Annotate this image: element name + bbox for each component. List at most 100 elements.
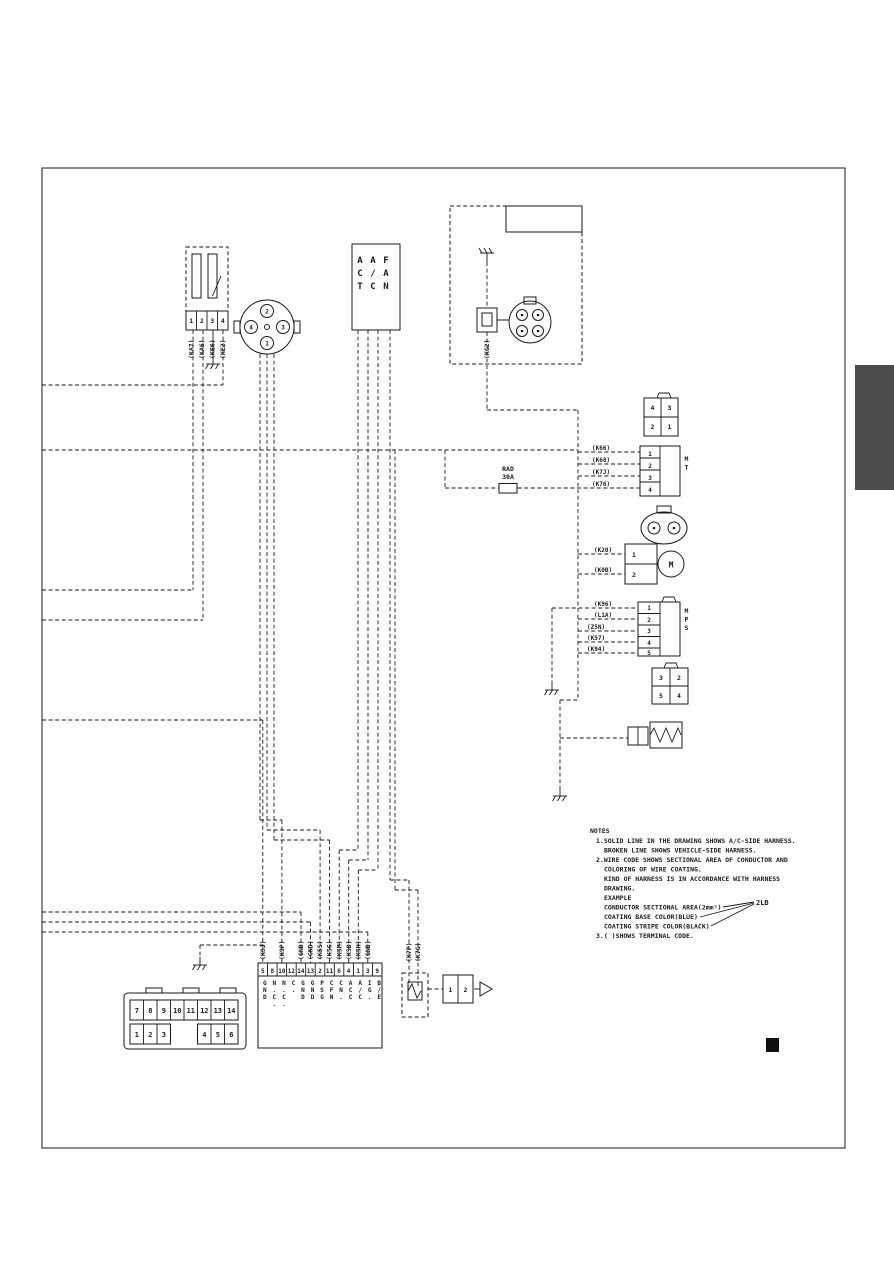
terminal-number: 13 — [307, 968, 315, 975]
wire-code: (K5S) — [316, 940, 324, 960]
oval-connector — [640, 505, 688, 545]
connector-pin: 2 — [464, 986, 468, 994]
notes-line: EXAMPLE — [604, 894, 631, 902]
fan-motor-connector: 1 2 3 4 (K66) (K68) (K7J) (K76) — [592, 445, 681, 497]
wire-code: (GND) — [364, 940, 372, 960]
fuse-rating: 30A — [502, 473, 514, 481]
motor-label: M — [669, 561, 674, 570]
plug-connector: 1 2 — [442, 974, 493, 1004]
wire-code: (K9J) — [259, 940, 267, 960]
cavity-number: 8 — [148, 1007, 152, 1015]
terminal-number: 4 — [347, 968, 351, 975]
terminal-number: 11 — [326, 968, 334, 975]
terminal-name: CN. — [337, 980, 345, 1001]
wire-code: (K66) — [592, 445, 610, 452]
connector-pin: 4 — [651, 404, 655, 412]
fan-motor-tag: MT — [682, 455, 691, 472]
notes-line: COATING STRIPE COLOR(BLACK) — [604, 923, 710, 931]
terminal-number: 1 — [356, 968, 360, 975]
ground-icon — [544, 681, 560, 696]
wire-code: (L1A) — [594, 612, 612, 619]
cavity-number: 3 — [162, 1031, 166, 1039]
cavity-number: 9 — [162, 1007, 166, 1015]
connector-pin: 3 — [648, 475, 652, 482]
connector-pin: 4 — [648, 487, 652, 494]
relay-block: 1 2 3 4 (KA7) (KA6) (KE6) (KE2) — [185, 246, 229, 359]
connector-pin: 3 — [668, 404, 672, 412]
connector-pin: 2 — [647, 617, 651, 624]
notes-line: 1.SOLID LINE IN THE DRAWING SHOWS A/C-SI… — [596, 837, 796, 845]
notes-line: DRAWING. — [604, 885, 635, 893]
switch-mate-connector: 3 2 5 4 — [651, 662, 689, 705]
terminal-number: 12 — [288, 968, 296, 975]
terminal-number: 5 — [261, 968, 265, 975]
notes-title: NOTES — [590, 827, 610, 835]
fan-actuator-label-col1: ACT — [355, 256, 365, 295]
wire-code: (K20) — [594, 547, 612, 554]
wire-code: (K94) — [587, 646, 605, 653]
connector-pin: 1 — [668, 423, 672, 431]
connector-pin: 1 — [632, 551, 636, 559]
relay-pin: 3 — [210, 317, 214, 325]
notes-block: NOTES 1.SOLID LINE IN THE DRAWING SHOWS … — [590, 827, 796, 940]
wire-code: (KA7) — [188, 339, 196, 359]
fan-actuator-label-col3: FAN — [381, 256, 391, 295]
cavity-number: 13 — [214, 1007, 222, 1015]
wire-code: (K5G) — [326, 940, 334, 960]
connector-pin: 1 — [647, 605, 651, 612]
notes-line: COLORING OF WIRE COATING. — [604, 866, 702, 874]
terminal-number: 8 — [270, 968, 274, 975]
terminal-number: 6 — [337, 968, 341, 975]
wire-code: (K0B) — [594, 567, 612, 574]
wire-code: (K57) — [587, 635, 605, 642]
terminal-number: 3 — [366, 968, 370, 975]
wire-code: (K76) — [592, 481, 610, 488]
notes-line: CONDUCTOR SECTIONAL AREA(2mm²) — [604, 904, 721, 912]
ground-icon — [552, 787, 568, 802]
wire-code: (K7P) — [405, 942, 413, 962]
terminal-number: 14 — [297, 968, 305, 975]
vehicle-harness-lines — [42, 262, 640, 990]
connector-pin: 2 — [648, 463, 652, 470]
cavity-number: 7 — [135, 1007, 139, 1015]
round-connector-4pin: 2 4 3 1 — [233, 299, 301, 355]
relay-pin: 2 — [200, 317, 204, 325]
wire-code: (KE2) — [219, 339, 227, 359]
terminal-number: 9 — [375, 968, 379, 975]
wire-code: (Z5N) — [587, 624, 605, 631]
wire-code: (K5H) — [354, 940, 362, 960]
wire-code: (K7G) — [414, 942, 422, 962]
wire-code: (K7J) — [592, 469, 610, 476]
notes-line: BROKEN LINE SHOWS VEHICLE-SIDE HARNESS. — [604, 847, 757, 855]
wire-code: (KG2) — [483, 339, 491, 359]
cavity-number: 1 — [135, 1031, 139, 1039]
ground-symbols — [192, 355, 568, 971]
connector-pin: 1 — [648, 451, 652, 458]
wire-code: (K5M) — [335, 940, 343, 960]
relay-pin: 1 — [189, 317, 193, 325]
terminal-name: GND — [299, 980, 307, 1001]
terminal-name: IG. — [366, 980, 374, 1001]
terminal-name: C. — [289, 980, 297, 994]
connector-pin: 3 — [647, 628, 651, 635]
mate-connector: 4 3 2 1 — [643, 392, 679, 437]
diagram-frame — [41, 167, 846, 1149]
ac-harness-lines — [212, 247, 509, 356]
connector-pin: 2 — [265, 309, 269, 316]
wire-code: (KA6) — [198, 339, 206, 359]
example-wire-code: 2LB — [756, 899, 769, 907]
connector-pin: 3 — [659, 674, 663, 682]
terminal-name: N.C. — [270, 980, 278, 1008]
terminal-name: ACC — [347, 980, 355, 1001]
connector-pin: 5 — [659, 692, 663, 700]
wire-code: (K68) — [592, 457, 610, 464]
section-tab — [855, 365, 894, 490]
connector-pin: 1 — [449, 986, 453, 994]
cavity-number: 2 — [148, 1031, 152, 1039]
notes-line: KIND OF HARNESS IS IN ACCORDANCE WITH HA… — [604, 875, 780, 883]
inline-resistor: (K7P) (K7G) — [401, 942, 429, 1018]
connector-pin: 4 — [677, 692, 681, 700]
amplifier-connector-block: 5 8 10 12 14 13 2 11 6 4 1 3 9 (K9J) (K9… — [257, 940, 383, 1049]
notes-line: 3.( )SHOWS TERMINAL CODE. — [596, 932, 694, 940]
terminal-name: GND — [309, 980, 316, 1001]
